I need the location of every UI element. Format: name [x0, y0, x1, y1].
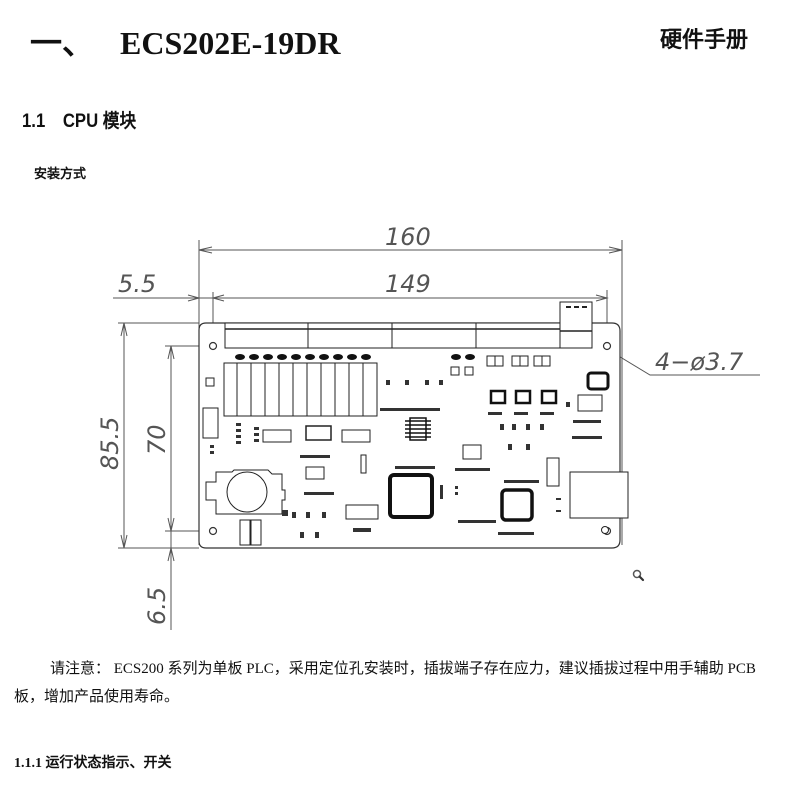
dim-hole-spacing-width: 149 — [385, 270, 431, 298]
soic-chip — [405, 417, 431, 441]
subsection-heading: 安装方式 — [34, 167, 87, 182]
chapter-title: ECS202E-19DR — [120, 25, 341, 61]
section-number: 1.1 — [22, 111, 46, 132]
cpu-chip — [388, 473, 434, 519]
magnifier-icon — [632, 569, 645, 582]
section-heading: 1.1 CPU 模块 — [22, 106, 136, 133]
pcb-mounting-drawing: 160 149 5.5 4−ø3.7 85.5 70 6.5 — [96, 223, 760, 630]
document-label: 硬件手册 — [659, 28, 748, 53]
installation-note: 请注意： ECS200 系列为单板 PLC，采用定位孔安装时，插拔端子存在应力，… — [14, 661, 756, 705]
dim-overall-width: 160 — [385, 223, 431, 251]
chapter-heading: 一、 ECS202E-19DR — [30, 18, 340, 64]
dim-hole-spacing-height: 70 — [143, 424, 171, 455]
dim-hole-offset-y: 6.5 — [143, 587, 171, 625]
next-section-heading: 1.1.1 运行状态指示、开关 — [14, 756, 172, 771]
dim-hole-callout: 4−ø3.7 — [655, 348, 744, 376]
relay-bank — [223, 362, 378, 417]
chapter-number: 一、 — [30, 25, 95, 61]
dim-hole-offset-x: 5.5 — [118, 270, 156, 298]
section-title: CPU 模块 — [62, 111, 137, 132]
battery-holder — [205, 469, 286, 515]
secondary-chip — [500, 488, 534, 522]
ethernet-port — [569, 471, 629, 519]
terminal-blocks — [224, 301, 593, 349]
dim-overall-height: 85.5 — [96, 417, 124, 470]
